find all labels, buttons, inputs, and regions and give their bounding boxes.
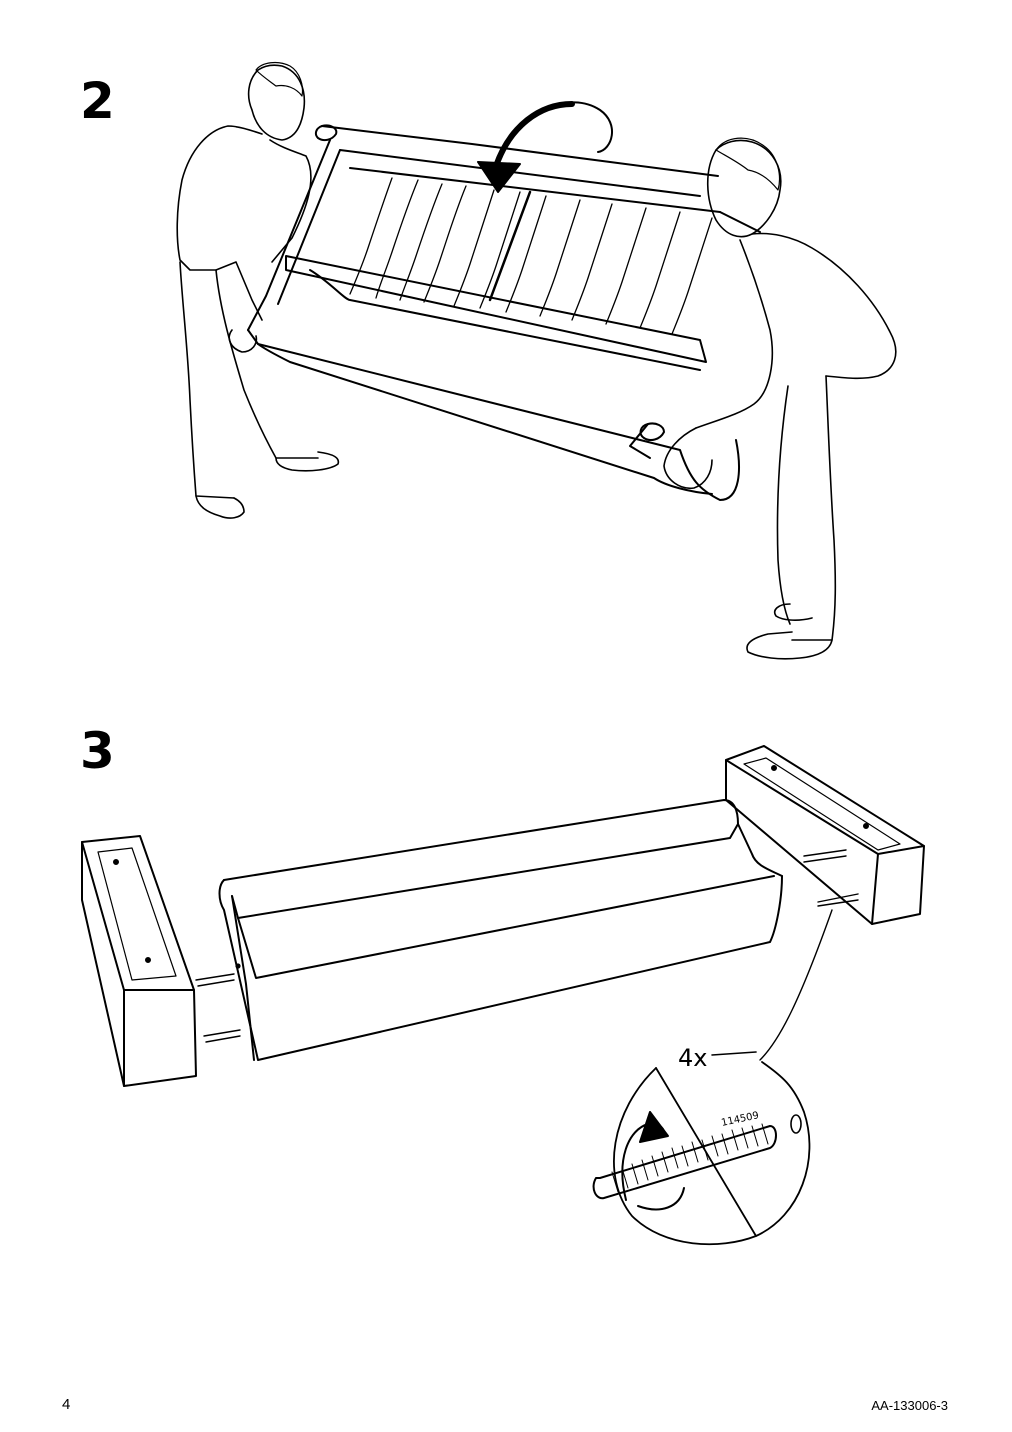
step-3-illustration: 4x 114509	[81, 745, 925, 1246]
right-bolts	[803, 849, 859, 907]
step-2-illustration	[176, 61, 897, 660]
callout-leader-line	[759, 909, 833, 1061]
sofa-base	[218, 799, 783, 1061]
left-armrest	[81, 835, 197, 1087]
left-person-figure	[176, 61, 340, 519]
step-2-number: 2	[80, 72, 115, 130]
document-code: AA-133006-3	[871, 1398, 948, 1413]
right-armrest	[725, 745, 925, 925]
left-bolts	[195, 973, 241, 1043]
sofa-frame	[247, 124, 761, 501]
bolt-detail-callout	[592, 1051, 811, 1246]
bolt-quantity-label: 4x	[678, 1044, 707, 1072]
bolt-part-number: 114509	[720, 1110, 760, 1129]
rotation-arrow	[477, 101, 614, 193]
step-3-number: 3	[80, 722, 115, 780]
right-person-figure	[663, 137, 897, 660]
page-number: 4	[62, 1396, 71, 1413]
